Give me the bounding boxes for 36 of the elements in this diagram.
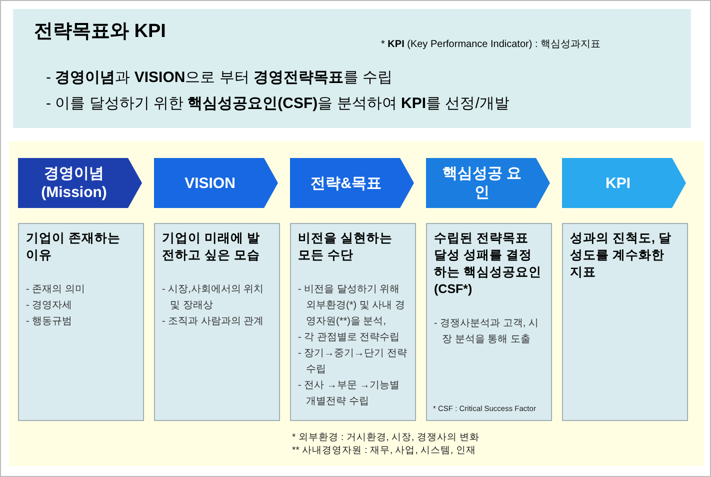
panel-heading: 기업이 미래에 발전하고 싶은 모습	[162, 230, 261, 264]
description-panel	[426, 223, 552, 421]
chevron-step	[562, 158, 686, 208]
note: *KPI (Key Performance Indicator) : 핵심성과지표	[381, 38, 601, 52]
footnote: * 외부환경 : 거시환경, 시장, 경쟁사의 변화	[292, 431, 480, 445]
bullet-item: - 경영자세	[26, 299, 74, 313]
bullet-item: - 행동규범	[26, 315, 74, 329]
bullet-text: - 이를 달성하기 위한 핵심성공요인(CSF)을 분석하여 KPI를 선정/개발	[46, 94, 510, 114]
bullet-item: - 전사 →부문 →기능별 개별전략 수립	[298, 379, 401, 409]
bullet-item: - 조직과 사람과의 관계	[162, 315, 265, 329]
chevron-step	[18, 158, 142, 208]
panel-heading: 수립된 전략목표 달성 성패를 결정하는 핵심성공요인 (CSF*)	[434, 230, 542, 298]
footnote: ** 사내경영자원 : 재무, 사업, 시스템, 인재	[292, 444, 476, 458]
panel-heading: 성과의 진척도, 달성도를 계수화한 지표	[570, 230, 672, 281]
bullet-item: - 장기→중기→단기 전략 수립	[298, 347, 408, 377]
chevron-step	[154, 158, 278, 208]
description-panel	[154, 223, 280, 421]
step-title: 경영이념 (Mission)	[40, 164, 108, 202]
title: 전략목표와 KPI	[34, 20, 166, 44]
bullet-item: - 존재의 의미	[26, 283, 86, 297]
bullet-item: - 비전을 달성하기 위해 외부환경(*) 및 사내 경영자원(**)을 분석,	[298, 283, 406, 329]
description-panel	[290, 223, 416, 421]
panel-heading: 기업이 존재하는 이유	[26, 230, 122, 264]
step-title: 핵심성공 요인	[441, 164, 523, 202]
step-title: KPI	[604, 174, 632, 192]
chevron-step	[426, 158, 550, 208]
step-title: VISION	[184, 174, 236, 192]
description-panel	[18, 223, 144, 421]
bullet-item: - 시장,사회에서의 위치 및 장래상	[162, 283, 265, 313]
step-title: 전략&목표	[310, 174, 382, 192]
panel-heading: 비전을 실현하는 모든 수단	[298, 230, 394, 264]
bullet-item: - 각 관점별로 전략수립	[298, 331, 401, 345]
chevron-step	[290, 158, 414, 208]
description-panel	[562, 223, 688, 421]
bullet-item: - 경쟁사분석과 고객, 시장 분석을 통해 도출	[434, 317, 540, 347]
bullet-text: - 경영이념과 VISION으로 부터 경영전략목표를 수립	[46, 68, 393, 88]
